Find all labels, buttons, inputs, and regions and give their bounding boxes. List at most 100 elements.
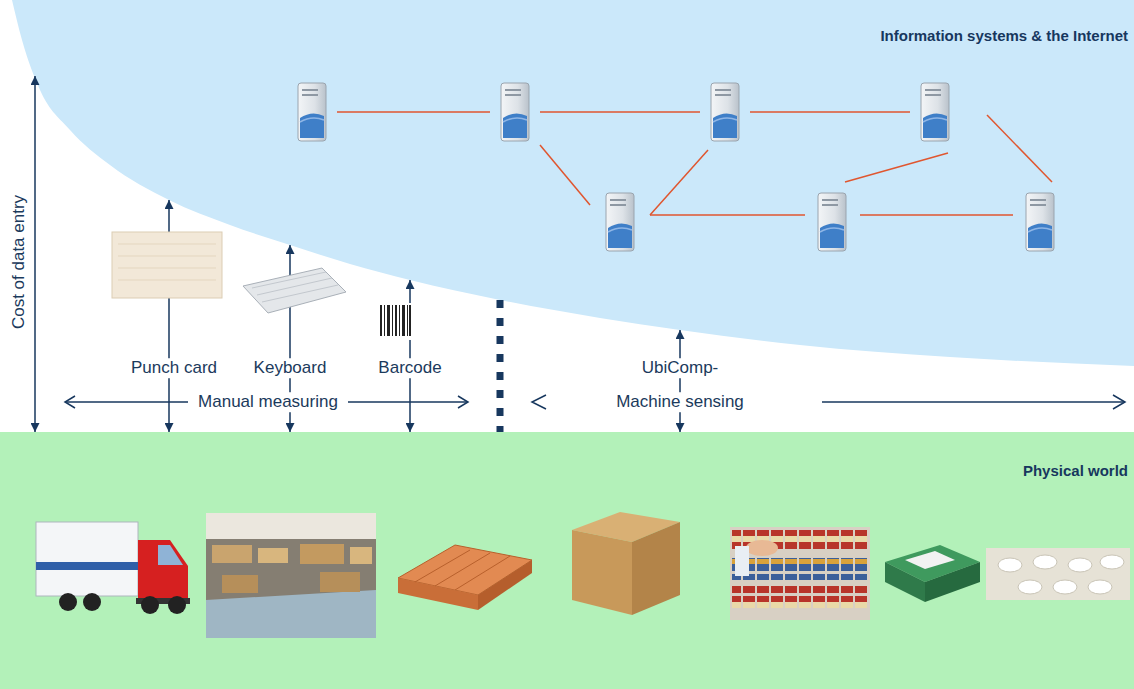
warehouse-picture: [222, 575, 258, 593]
truck-picture: [141, 596, 159, 614]
network-link: [540, 145, 590, 205]
data-entry-arrow: [679, 330, 681, 432]
pallet-picture: [478, 560, 532, 610]
warehouse-picture: [206, 513, 376, 638]
machine-sensing-arrow: [822, 401, 1125, 403]
truck-picture: [138, 540, 188, 600]
punch-card-picture: [118, 268, 216, 269]
region-band: Information systems & the Internet: [0, 0, 1134, 372]
barcode-picture: [402, 305, 405, 336]
punch-card-picture: [118, 256, 216, 257]
region-shape: [0, 0, 1134, 372]
box-picture: [572, 512, 680, 615]
server-icon: [1026, 193, 1054, 251]
punch-card-picture: [112, 232, 222, 298]
truck-picture: [59, 593, 77, 611]
range-label: Manual measuring: [195, 392, 341, 412]
truck-picture: [158, 545, 183, 565]
barcode-picture: [409, 305, 411, 336]
network-link: [650, 150, 708, 215]
divider-line: [497, 300, 504, 432]
box-picture: [572, 530, 632, 615]
network-link: [987, 115, 1052, 182]
pills-picture: [998, 558, 1022, 572]
method-label: Keyboard: [251, 358, 330, 378]
network-link: [845, 153, 948, 182]
axis-label: Cost of data entry: [9, 192, 29, 332]
truck-picture: [36, 562, 138, 570]
shelf-picture: [746, 540, 778, 556]
keyboard-picture: [257, 278, 332, 295]
punch-card-picture: [118, 280, 216, 281]
barcode-picture: [380, 305, 382, 336]
barcode-picture: [392, 305, 393, 336]
punch-card-picture: [112, 232, 222, 298]
keyboard-picture: [243, 268, 346, 313]
range-label: UbiComp-: [639, 358, 722, 378]
truck-picture: [36, 522, 190, 614]
shelf-picture: [732, 586, 868, 608]
truck-picture: [36, 522, 138, 596]
keyboard-picture: [243, 268, 346, 313]
pills-picture: [1018, 580, 1042, 594]
warehouse-picture: [206, 590, 376, 638]
shelf-picture: [735, 546, 749, 576]
network-link: [540, 111, 700, 113]
pallet-picture: [455, 556, 510, 590]
pallet-picture: [415, 550, 470, 582]
manual-measuring-arrow: [65, 401, 188, 403]
keyboard-picture: [262, 285, 338, 302]
barcode-picture: [378, 303, 412, 340]
warehouse-picture: [350, 547, 372, 564]
server-icon: [606, 193, 634, 251]
warehouse-picture: [212, 545, 252, 563]
manual-measuring-arrow: [348, 401, 468, 403]
pallet-picture: [435, 553, 490, 586]
manual-measuring-arrow: [458, 396, 468, 408]
barcode-picture: [387, 305, 390, 336]
machine-sensing-arrow: [1113, 395, 1125, 409]
warehouse-picture: [300, 544, 344, 564]
pills-picture: [1053, 580, 1077, 594]
network-link: [860, 214, 1013, 216]
warehouse-picture: [206, 513, 376, 539]
barcode-picture: [399, 305, 400, 336]
package-picture: [905, 551, 955, 569]
pallet-picture: [398, 545, 532, 610]
pills-picture: [986, 548, 1130, 600]
truck-picture: [83, 593, 101, 611]
data-entry-arrow: [409, 280, 411, 432]
warehouse-picture: [320, 572, 360, 592]
barcode-picture: [384, 305, 385, 336]
barcode-picture: [395, 305, 397, 336]
server-icon: [921, 83, 949, 141]
pills-picture: [1088, 580, 1112, 594]
server-icon: [818, 193, 846, 251]
warehouse-picture: [206, 513, 376, 638]
truck-picture: [168, 596, 186, 614]
pills-picture: [986, 548, 1130, 600]
barcode-picture: [407, 305, 408, 336]
method-label: Barcode: [375, 358, 444, 378]
box-picture: [632, 522, 680, 615]
range-label: Machine sensing: [613, 392, 747, 412]
pills-picture: [1100, 555, 1124, 569]
region-shape: [12, 0, 1134, 366]
network-link: [750, 111, 910, 113]
shelf-picture: [732, 558, 868, 580]
method-label: Punch card: [128, 358, 220, 378]
package-picture: [885, 562, 925, 602]
network-link: [337, 111, 490, 113]
region-title: Information systems & the Internet: [0, 27, 1134, 44]
keyboard-picture: [252, 272, 326, 288]
package-picture: [885, 545, 980, 602]
data-entry-arrow: [34, 76, 36, 432]
server-icon: [501, 83, 529, 141]
manual-measuring-arrow: [65, 396, 75, 408]
server-icon: [298, 83, 326, 141]
machine-sensing-arrow: [532, 395, 546, 409]
shelf-picture: [730, 527, 870, 620]
punch-card-picture: [118, 244, 216, 245]
server-icon: [711, 83, 739, 141]
